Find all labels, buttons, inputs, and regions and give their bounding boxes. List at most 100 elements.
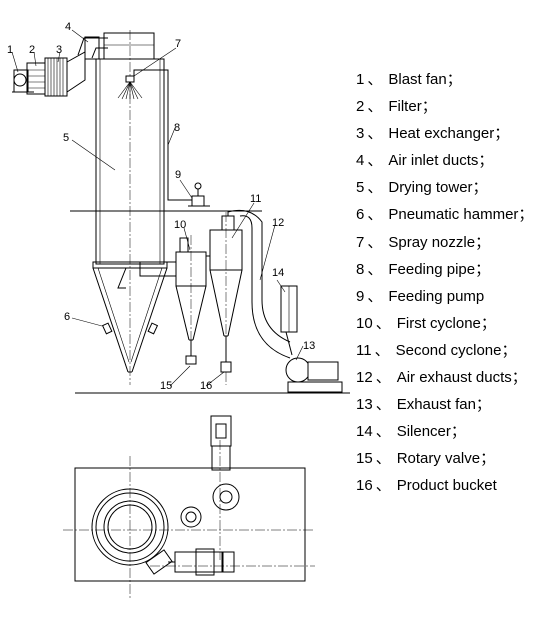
- callout-7: 7: [175, 38, 181, 50]
- legend-label: Air exhaust ducts；: [396, 369, 527, 387]
- callout-4: 4: [65, 21, 71, 33]
- legend-label: Filter；: [388, 98, 437, 116]
- legend-item: 11、 Second cyclone；: [356, 337, 558, 364]
- callout-3: 3: [56, 44, 62, 56]
- legend-separator: 、: [375, 396, 391, 414]
- spray-nozzle: [117, 75, 143, 100]
- legend-number: 8: [356, 260, 365, 278]
- legend-number: 5: [356, 179, 365, 197]
- legend-number: 2: [356, 98, 365, 116]
- legend-item: 3、 Heat exchanger；: [356, 120, 558, 147]
- feeding-pump: [188, 182, 210, 207]
- legend-item: 7、 Spray nozzle；: [356, 229, 558, 256]
- legend-separator: 、: [375, 477, 391, 495]
- callout-2: 2: [29, 44, 35, 56]
- legend-label: Spray nozzle；: [388, 233, 491, 251]
- legend-item: 15、 Rotary valve；: [356, 445, 558, 472]
- legend-separator: 、: [367, 98, 383, 116]
- legend-number: 11: [356, 341, 372, 359]
- plan-view: [63, 415, 315, 598]
- legend-label: Feeding pipe；: [388, 260, 491, 278]
- callout-12: 12: [272, 217, 284, 229]
- legend-label: Heat exchanger；: [388, 125, 510, 143]
- legend-item: 4、 Air inlet ducts；: [356, 147, 558, 174]
- legend-label: Product bucket: [396, 477, 497, 495]
- legend-number: 6: [356, 206, 365, 224]
- legend-separator: 、: [367, 287, 383, 305]
- silencer: [280, 285, 298, 356]
- legend-item: 10、 First cyclone；: [356, 310, 558, 337]
- legend-label: Pneumatic hammer；: [388, 206, 534, 224]
- callout-10: 10: [174, 219, 186, 231]
- legend-number: 14: [356, 423, 373, 441]
- callout-11: 11: [250, 193, 261, 205]
- legend: 1、Blast fan； 2、Filter； 3、Heat exchanger；…: [356, 66, 558, 500]
- legend-separator: 、: [375, 369, 391, 387]
- legend-separator: 、: [375, 314, 391, 332]
- legend-number: 13: [356, 396, 373, 414]
- spray-dryer-diagram: 1 2 3 4 5 6 7 8 9 10 11 12 13 14 15 16: [7, 21, 350, 598]
- legend-number: 16: [356, 477, 373, 495]
- legend-number: 4: [356, 152, 365, 170]
- callout-16: 16: [200, 380, 212, 392]
- legend-label: First cyclone；: [396, 314, 496, 332]
- legend-separator: 、: [367, 233, 383, 251]
- legend-item: 16、 Product bucket: [356, 472, 558, 499]
- legend-item: 14、 Silencer；: [356, 418, 558, 445]
- legend-item: 6、 Pneumatic hammer；: [356, 201, 558, 228]
- product-bucket: [220, 336, 232, 373]
- legend-item: 5、 Drying tower；: [356, 174, 558, 201]
- air-inlet-duct: [77, 32, 155, 60]
- legend-item: 9、 Feeding pump: [356, 283, 558, 310]
- callout-15: 15: [160, 380, 172, 392]
- legend-label: Silencer；: [396, 423, 466, 441]
- callout-13: 13: [303, 340, 315, 352]
- legend-number: 12: [356, 369, 373, 387]
- legend-number: 9: [356, 287, 365, 305]
- legend-label: Drying tower；: [388, 179, 488, 197]
- legend-item: 1、 Blast fan；: [356, 66, 558, 93]
- callout-9: 9: [175, 169, 181, 181]
- feeding-pipe: [133, 69, 196, 201]
- legend-separator: 、: [367, 71, 383, 88]
- drying-tower: [92, 30, 168, 385]
- legend-label: Second cyclone；: [395, 341, 517, 359]
- legend-separator: 、: [367, 260, 383, 278]
- legend-separator: 、: [367, 206, 383, 224]
- second-cyclone: [206, 212, 243, 385]
- legend-number: 10: [356, 314, 373, 332]
- legend-separator: 、: [375, 450, 391, 468]
- filter: [26, 62, 46, 95]
- legend-number: 7: [356, 233, 365, 251]
- legend-label: Blast fan；: [388, 71, 462, 88]
- callout-1: 1: [7, 44, 13, 56]
- callout-8: 8: [174, 122, 180, 134]
- legend-label: Rotary valve；: [396, 450, 496, 468]
- first-cyclone: [175, 235, 207, 360]
- legend-label: Air inlet ducts；: [388, 152, 494, 170]
- legend-separator: 、: [367, 125, 383, 143]
- pneumatic-hammer: [101, 322, 159, 335]
- legend-label: Feeding pump: [388, 287, 485, 305]
- legend-separator: 、: [367, 152, 383, 170]
- legend-number: 1: [356, 71, 365, 88]
- blast-fan: [12, 69, 34, 93]
- legend-separator: 、: [375, 423, 391, 441]
- callout-leaders: [11, 29, 304, 387]
- legend-item: 12、 Air exhaust ducts；: [356, 364, 558, 391]
- exhaust-fan: [285, 357, 343, 393]
- legend-label: Exhaust fan；: [396, 396, 491, 414]
- callout-14: 14: [272, 267, 284, 279]
- legend-number: 15: [356, 450, 373, 468]
- legend-item: 2、 Filter；: [356, 93, 558, 120]
- callout-6: 6: [64, 311, 70, 323]
- legend-item: 13、 Exhaust fan；: [356, 391, 558, 418]
- legend-separator: 、: [367, 179, 383, 197]
- rotary-valve: [185, 340, 197, 365]
- air-exhaust-duct: [227, 209, 291, 359]
- callout-5: 5: [63, 132, 69, 144]
- heat-exchanger: [44, 51, 86, 97]
- legend-item: 8、 Feeding pipe；: [356, 256, 558, 283]
- legend-separator: 、: [374, 341, 390, 359]
- legend-number: 3: [356, 125, 365, 143]
